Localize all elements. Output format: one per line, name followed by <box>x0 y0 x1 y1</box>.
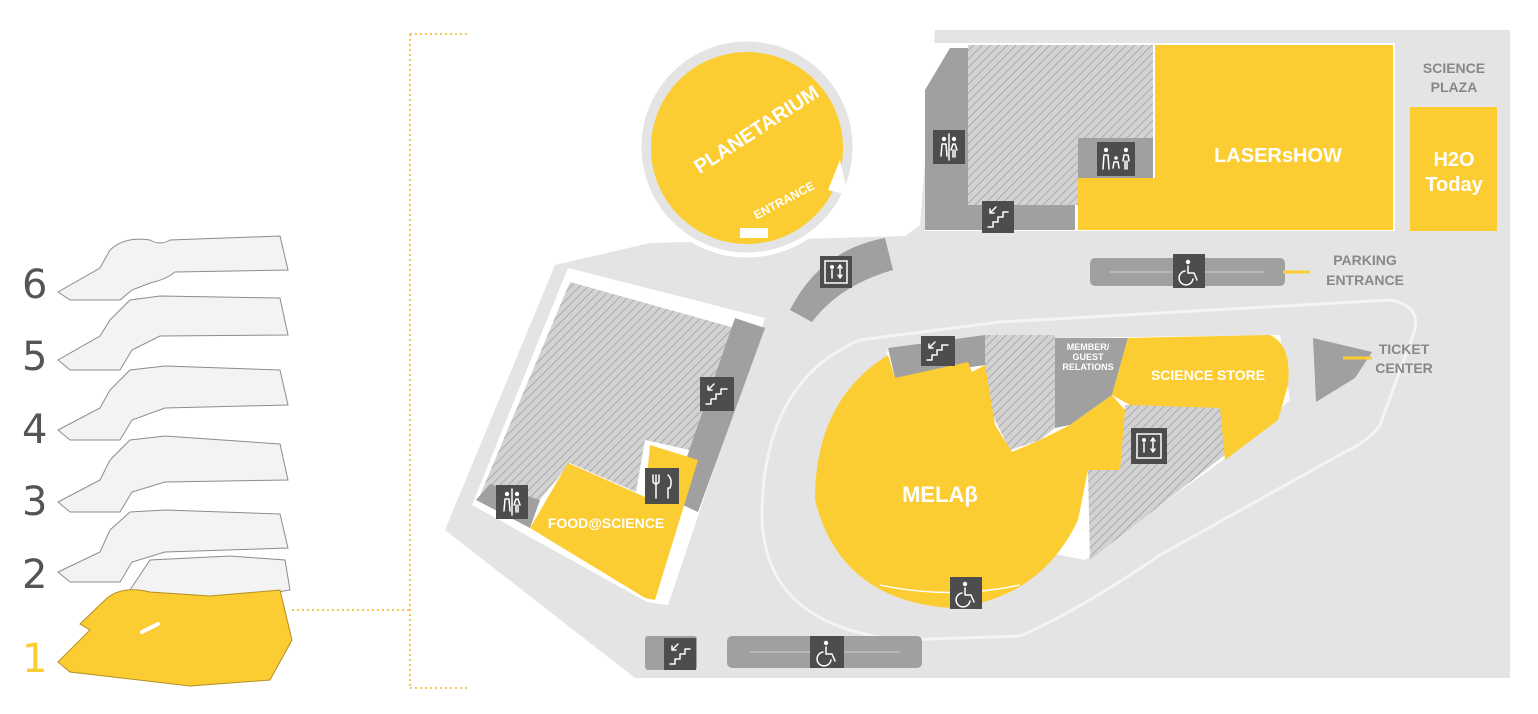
floor-5-label[interactable]: 5 <box>22 334 47 380</box>
central-building: MELAβ SCIENCE STORE MEMBER/ GUEST RELATI… <box>815 335 1290 608</box>
elevator-icon[interactable] <box>820 256 852 288</box>
stairs-icon[interactable] <box>982 201 1014 233</box>
food-science-label: FOOD@SCIENCE <box>548 515 664 531</box>
stairs-icon-left-building[interactable] <box>700 377 734 411</box>
elevator-icon-central[interactable] <box>1131 428 1167 464</box>
planetarium-door <box>828 160 848 195</box>
floor-selector: 6 5 4 3 2 1 <box>22 33 468 689</box>
stairs-icon-bottom[interactable] <box>664 638 696 670</box>
member-label-1: MEMBER/ <box>1067 342 1110 352</box>
parking-entrance-label-2: ENTRANCE <box>1326 272 1404 288</box>
floor-4-label[interactable]: 4 <box>22 407 47 453</box>
lasershow-label: LASERsHOW <box>1214 145 1342 167</box>
floor-6-label[interactable]: 6 <box>22 262 47 308</box>
restroom-icon-left-building[interactable] <box>496 485 528 519</box>
h2o-label-1: H2O <box>1433 149 1474 171</box>
parking-entrance-label-1: PARKING <box>1333 252 1397 268</box>
member-label-2: GUEST <box>1072 352 1104 362</box>
science-store-label: SCIENCE STORE <box>1151 367 1265 383</box>
science-plaza-label-1: SCIENCE <box>1423 60 1485 76</box>
planetarium-area[interactable]: PLANETARIUM ENTRANCE <box>651 52 848 244</box>
floor-1-plate[interactable] <box>57 589 293 687</box>
dining-icon[interactable] <box>645 468 679 504</box>
mela-label: MELAβ <box>902 482 978 507</box>
ticket-center-label-2: CENTER <box>1375 360 1433 376</box>
h2o-today-area[interactable]: H2O Today <box>1410 107 1497 231</box>
accessible-icon-mela[interactable] <box>950 577 982 609</box>
family-restroom-icon[interactable] <box>1097 142 1135 176</box>
top-building: LASERsHOW <box>925 43 1395 231</box>
member-label-3: RELATIONS <box>1062 362 1113 372</box>
ticket-center[interactable] <box>1313 338 1372 402</box>
science-plaza-label-2: PLAZA <box>1431 79 1478 95</box>
lasershow-room[interactable] <box>1078 45 1393 230</box>
map-area: PLANETARIUM ENTRANCE LASERsHOW SCIENCE P… <box>445 30 1510 678</box>
floor-1-label[interactable]: 1 <box>22 636 47 682</box>
mela-room[interactable] <box>815 355 1125 608</box>
accessible-icon-parking[interactable] <box>1173 254 1205 288</box>
floor-1-marker <box>140 622 160 634</box>
inner-loop <box>760 298 1418 642</box>
science-store-room[interactable] <box>1112 335 1289 460</box>
h2o-label-2: Today <box>1425 174 1483 196</box>
floor-3-label[interactable]: 3 <box>22 479 47 525</box>
ticket-center-label-1: TICKET <box>1379 341 1430 357</box>
floor-2-label[interactable]: 2 <box>22 552 47 598</box>
stairs-icon-central[interactable] <box>921 336 955 366</box>
accessible-icon-bottom[interactable] <box>810 636 844 668</box>
planetarium-door-2 <box>740 228 768 238</box>
restroom-icon[interactable] <box>933 130 965 164</box>
floor-stack-ghost <box>57 235 291 603</box>
floor-connector <box>292 33 468 689</box>
